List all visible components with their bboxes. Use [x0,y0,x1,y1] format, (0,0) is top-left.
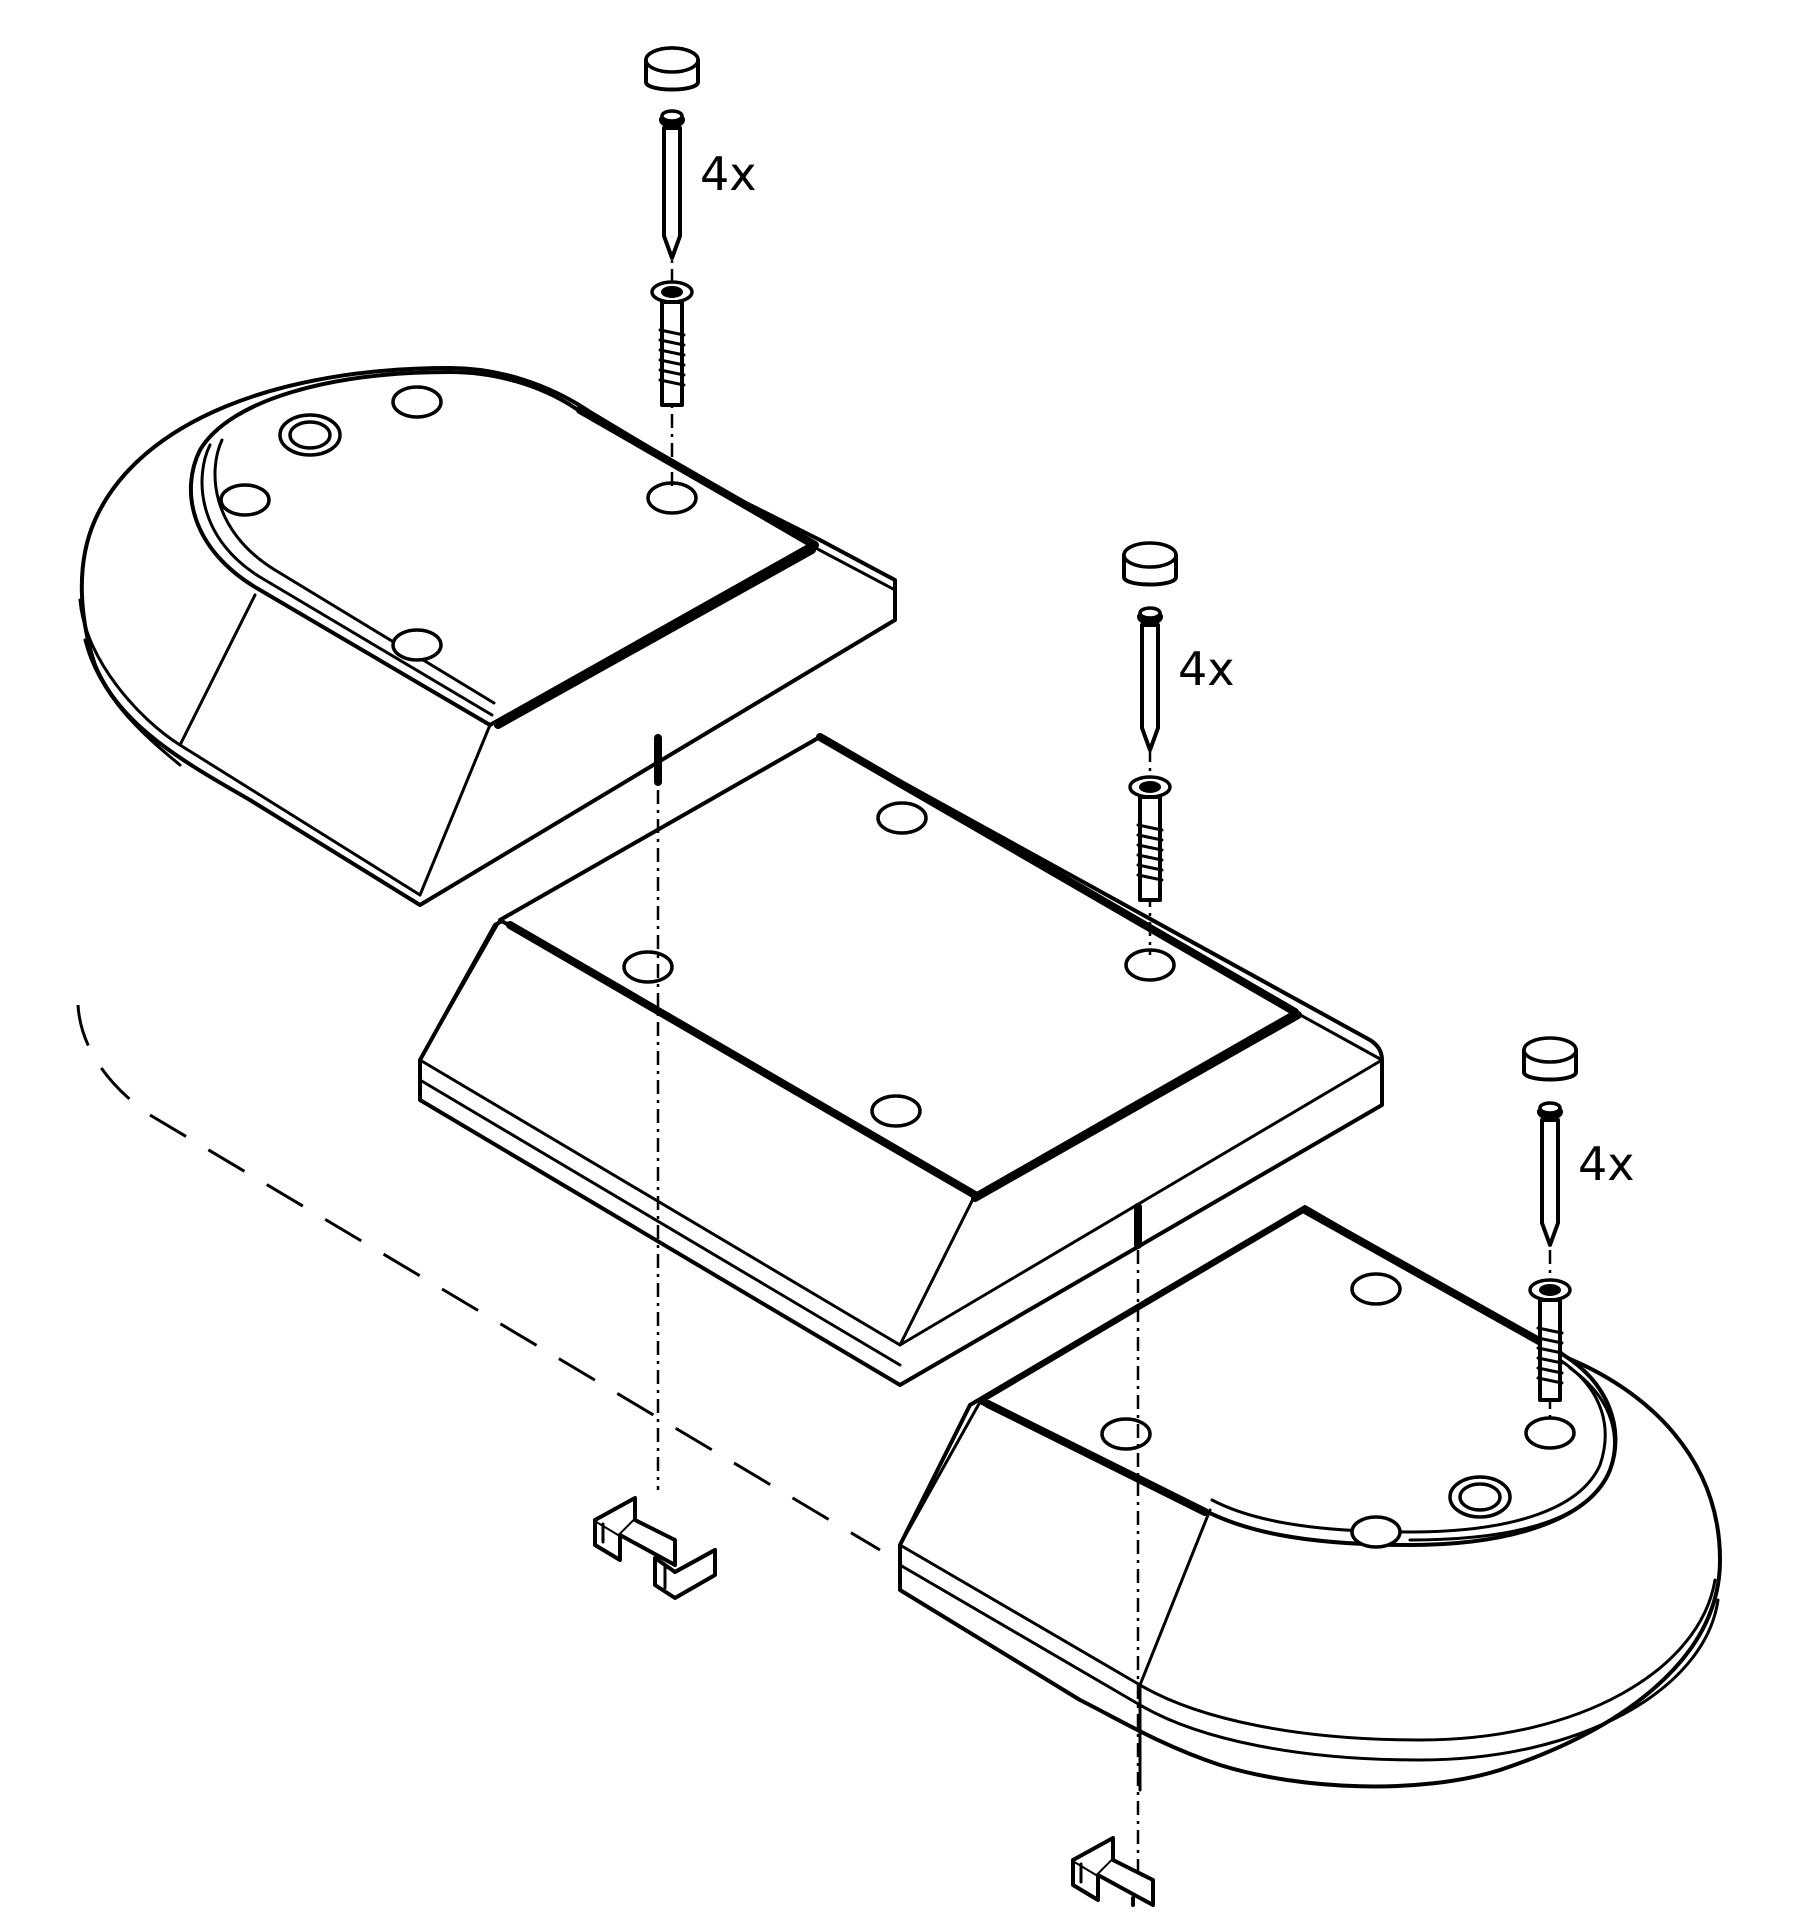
fastener-stack-top [644,46,700,490]
dashed-guide-curve [76,1004,881,1552]
cap-icon [1122,541,1178,587]
left-end-piece [78,366,897,907]
hole [1124,948,1176,982]
hole [219,483,271,517]
hole [1524,1416,1576,1450]
hole [622,950,674,984]
bolt-icon [1128,775,1172,902]
hole [288,420,332,450]
connector-clip-icon [593,1496,717,1600]
bolt-icon [650,280,694,407]
screw-icon [1137,606,1163,752]
quantity-label-middle: 4x [1178,642,1235,696]
cap-icon [1522,1036,1578,1082]
bolt-icon [1528,1278,1572,1402]
middle-piece [418,733,1384,1387]
quantity-label-right: 4x [1578,1137,1635,1191]
hole [1350,1515,1402,1549]
quantity-label-top: 4x [700,147,757,201]
hole [1100,1417,1152,1451]
right-end-piece [898,1205,1722,1792]
fastener-stack-right [1522,1036,1578,1420]
cap-icon [644,46,700,92]
hole [391,385,443,419]
hole [1458,1482,1502,1512]
hole [1350,1272,1402,1306]
hole [646,481,698,515]
hole [876,801,928,835]
connector-clip-icon [1071,1836,1155,1907]
fastener-stack-middle [1122,541,1178,955]
screw-icon [1537,1101,1563,1247]
hole [870,1094,922,1128]
screw-icon [659,109,685,260]
hole [391,628,443,662]
